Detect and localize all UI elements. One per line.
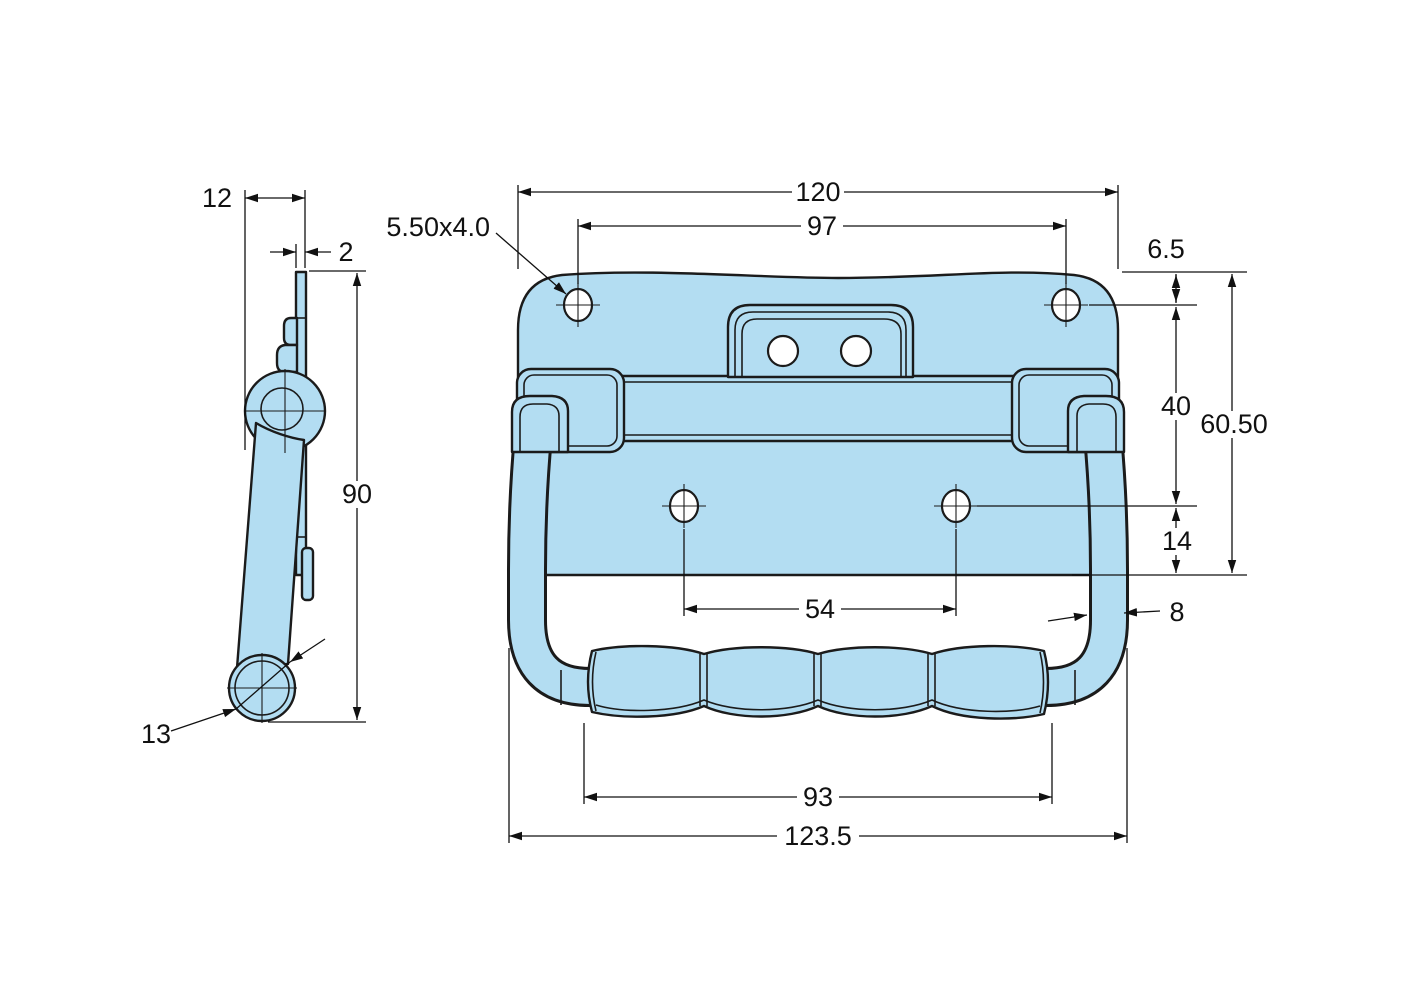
spring-bump-lower: [275, 343, 299, 374]
grip-inner-bottom-line: [595, 699, 1041, 713]
handle-hook-left: [510, 394, 570, 454]
hole-note-label: 5.50x4.0: [386, 212, 490, 242]
grip-endcap-line-right: [1039, 651, 1045, 714]
dim-grip-dia-leader: [170, 708, 237, 732]
dim-bar-arrow-outer: [1123, 608, 1161, 617]
center-tab-inner-line-1: [734, 311, 907, 377]
center-tab: [726, 303, 915, 379]
handle-grip: [586, 644, 1050, 720]
handle-arm-side: [235, 421, 306, 670]
side-view: [227, 270, 327, 723]
dim-top-holes-label: 97: [807, 211, 837, 241]
dim-plate-height-label: 60.50: [1200, 409, 1268, 439]
dim-thickness-label: 2: [338, 237, 353, 267]
tab-rivet-hole-left: [766, 334, 800, 368]
dim-plate-height-label-bg: [1194, 411, 1274, 438]
dim-bar-arrow-inner: [1047, 612, 1088, 622]
hole-note-leader: [495, 232, 567, 295]
handle-hook-right-inner-line: [1076, 403, 1117, 452]
dim-height-label-bg: [336, 481, 378, 508]
dim-handle-width-label-bg: [777, 823, 859, 850]
dim-lower-holes-label-bg: [799, 596, 841, 623]
dim-grip-dia-tail: [289, 638, 326, 663]
dimensions: 12 2 90 13 120 97 5.50x4.0: [141, 177, 1274, 851]
dim-lower-holes-label: 54: [805, 594, 835, 624]
mount-hole-top-right: [1044, 283, 1088, 327]
front-view: [507, 271, 1129, 720]
spring-bump-upper: [282, 316, 299, 347]
dim-lower-edge-label-bg: [1156, 528, 1198, 555]
dim-row-spacing-label-bg: [1155, 393, 1197, 420]
dim-depth-label: 12: [202, 183, 232, 213]
dim-handle-width-label: 123.5: [784, 821, 852, 851]
spring-band: [550, 374, 1086, 443]
dim-height-label: 90: [342, 479, 372, 509]
center-tab-inner-line-2: [741, 318, 902, 377]
dim-grip-label-bg: [797, 784, 839, 811]
dim-grip-label: 93: [803, 782, 833, 812]
handle-hook-right: [1066, 394, 1126, 454]
grip-endcap-line-left: [591, 651, 597, 712]
dim-top-holes-label-bg: [801, 213, 843, 240]
dim-bar-thickness-label: 8: [1169, 597, 1184, 627]
dim-edge-hole-label: 6.5: [1147, 234, 1185, 264]
dim-lower-edge-label: 14: [1162, 526, 1192, 556]
dim-grip-dia-label: 13: [141, 719, 171, 749]
handle-hook-left-inner-line: [519, 403, 560, 452]
mount-hole-bottom-right: [934, 484, 978, 528]
plate-side-bottom-tab: [300, 546, 315, 602]
dim-width-label: 120: [795, 177, 840, 207]
dim-row-spacing-label: 40: [1161, 391, 1191, 421]
pivot-pin-side: [260, 387, 304, 431]
dim-grip-dia-chord: [235, 661, 291, 710]
mount-hole-top-left: [556, 283, 600, 327]
tab-rivet-hole-right: [839, 334, 873, 368]
mount-hole-bottom-left: [662, 484, 706, 528]
dim-width-label-bg: [792, 179, 844, 206]
